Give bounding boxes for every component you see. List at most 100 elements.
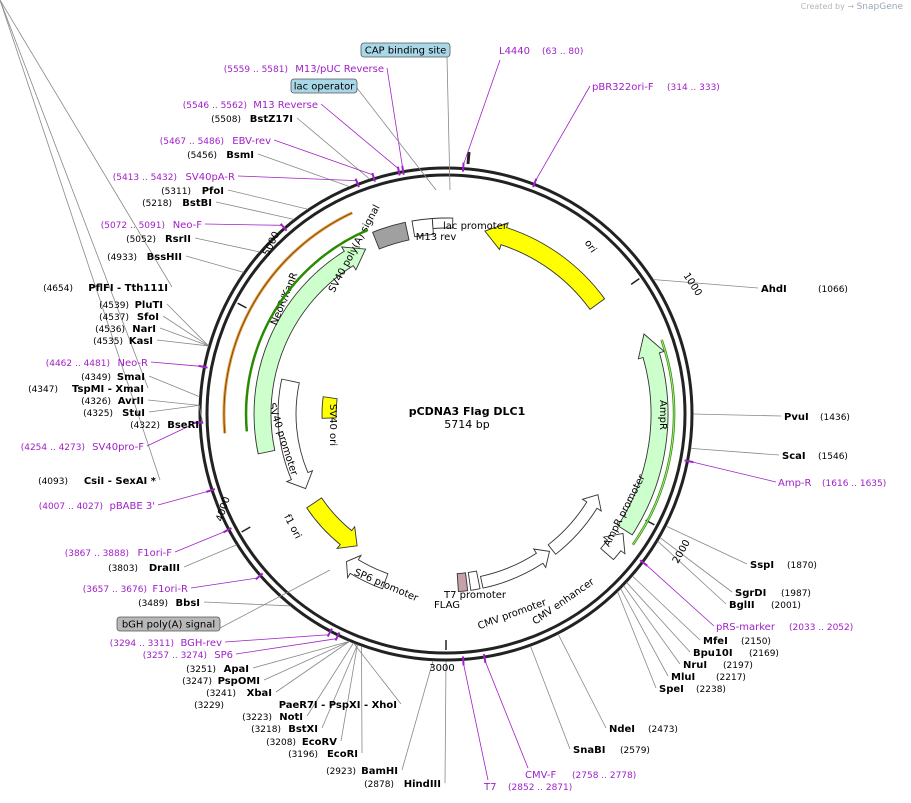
feature-sv40-ori: SV40 ori: [321, 396, 338, 446]
enzyme-name: NruI: [683, 660, 707, 671]
feature-shape: [600, 532, 626, 561]
primer-mark: [279, 223, 288, 232]
feature-label: ori: [582, 238, 598, 255]
orf-track: [632, 339, 675, 546]
enzyme-name: BstXI: [288, 724, 318, 735]
leader-line: [386, 67, 403, 168]
enzyme-position: (2579): [620, 746, 650, 756]
enzyme-position: (5218): [142, 199, 172, 209]
leader-line: [146, 422, 197, 447]
enzyme-name: SfoI: [137, 312, 159, 323]
enzyme-position: (4325): [83, 409, 113, 419]
feature-shape: [431, 217, 454, 229]
leader-line: [235, 638, 337, 655]
primer-mark: [223, 527, 232, 534]
primer-range: (3257 .. 3274): [143, 651, 207, 661]
feature-flag: FLAG: [434, 572, 469, 611]
enzyme-site-snabi: SnaBI(2579): [573, 745, 650, 756]
primer-range: (5413 .. 5432): [113, 173, 177, 183]
primer-range: (5559 .. 5581): [224, 65, 288, 75]
enzyme-position: (4322): [130, 421, 160, 431]
enzyme-position: (3208): [266, 738, 296, 748]
feature-label: SV40 ori: [327, 404, 338, 446]
primer-mark: [354, 178, 360, 188]
tick-mark: [241, 526, 251, 533]
leader-line: [190, 577, 258, 589]
feature-label: FLAG: [434, 600, 460, 611]
label-leaders: [0, 0, 782, 784]
primer-name: Neo-F: [173, 220, 203, 231]
feature-box-label: lac operator: [294, 82, 355, 93]
enzyme-site-bglii: BglII(2001): [729, 600, 801, 611]
primer-mark: [639, 559, 648, 567]
enzyme-site-scai: ScaI(1546): [782, 451, 848, 462]
enzyme-position: (2197): [723, 661, 753, 671]
leader-line: [185, 255, 244, 273]
primer-range: (4007 .. 4027): [39, 502, 103, 512]
primer-range: (3294 .. 3311): [110, 639, 174, 649]
plasmid-name: pCDNA3 Flag DLC1: [409, 405, 526, 418]
feature-label: T7 promoter: [443, 590, 507, 601]
leader-line: [183, 544, 237, 568]
leader-line: [174, 530, 226, 553]
enzyme-position: (3803): [108, 564, 138, 574]
leader-line: [623, 585, 681, 665]
leader-line: [198, 405, 204, 425]
enzyme-site-spei: SpeI(2238): [659, 684, 726, 695]
enzyme-site-sgrdi: SgrDI(1987): [735, 588, 811, 599]
enzyme-position: (3196): [288, 750, 318, 760]
leader-line: [692, 413, 782, 417]
feature-shape: [547, 494, 602, 555]
enzyme-position: (3247): [182, 677, 212, 687]
leader-line: [353, 642, 402, 705]
enzyme-position: (3251): [186, 665, 216, 675]
orf-track: [223, 212, 353, 434]
primer-name: Neo-R: [118, 358, 149, 369]
enzyme-name: PflFI - Tth111I: [88, 283, 168, 294]
primer-mark: [326, 628, 333, 637]
plasmid-length: 5714 bp: [444, 418, 489, 431]
leader-line: [653, 279, 759, 289]
primer-pbabe-3: pBABE 3'(4007 .. 4027): [39, 501, 155, 512]
enzyme-name: BbsI: [176, 598, 200, 609]
feature-shape: [372, 221, 410, 250]
watermark-brand: SnapGene: [856, 2, 903, 12]
enzyme-site-sfoi: SfoI(4537): [99, 312, 159, 323]
primer-sv40pa-r: SV40pA-R(5413 .. 5432): [113, 172, 235, 183]
tick-label: 2000: [671, 538, 693, 566]
enzyme-position: (2150): [741, 637, 771, 647]
feature-box-label: bGH poly(A) signal: [122, 620, 215, 631]
feature-shape: [321, 396, 338, 419]
leader-line: [166, 303, 209, 347]
labels: 10002000300040005000AhdI(1066)PvuI(1436)…: [21, 42, 886, 793]
primer-name: Amp-R: [778, 478, 812, 489]
feature-lac-promoter: lac promoter: [431, 217, 508, 232]
primer-name: M13 Reverse: [253, 100, 318, 111]
tick-label: 1000: [681, 271, 704, 298]
enzyme-site-paer7i-pspxi-xhoi: PaeR7I - PspXI - XhoI(3229): [194, 700, 397, 711]
enzyme-site-sspi: SspI(1870): [750, 560, 817, 571]
enzyme-position: (3218): [251, 725, 281, 735]
snapgene-logo-icon: →: [847, 2, 855, 11]
enzyme-name: Bpu10I: [693, 648, 733, 659]
primer-name: SV40pro-F: [92, 442, 144, 453]
leader-line: [463, 663, 489, 781]
primer-name: BGH-rev: [180, 638, 222, 649]
feature-box: [116, 616, 221, 632]
primer-range: (3657 .. 3676): [83, 585, 147, 595]
enzyme-site-nari: NarI(4536): [95, 324, 156, 335]
leader-line: [665, 525, 748, 565]
feature-label: M13 rev: [416, 232, 457, 243]
primer-sv40pro-f: SV40pro-F(4254 .. 4273): [21, 442, 145, 453]
feature-shape: [253, 246, 367, 455]
enzyme-site-ecorv: EcoRV(3208): [266, 737, 337, 748]
primer-mark: [371, 172, 376, 182]
leader-line: [162, 315, 209, 347]
enzyme-site-stui: StuI(4325): [83, 408, 145, 419]
enzyme-position: (4093): [38, 477, 68, 487]
enzyme-site-hindiii: HindIII(2878): [364, 779, 441, 790]
primer-marks: [194, 162, 694, 666]
primer-f1ori-r: F1ori-R(3657 .. 3676): [83, 584, 188, 595]
primer-sp6: SP6(3257 .. 3274): [143, 650, 233, 661]
